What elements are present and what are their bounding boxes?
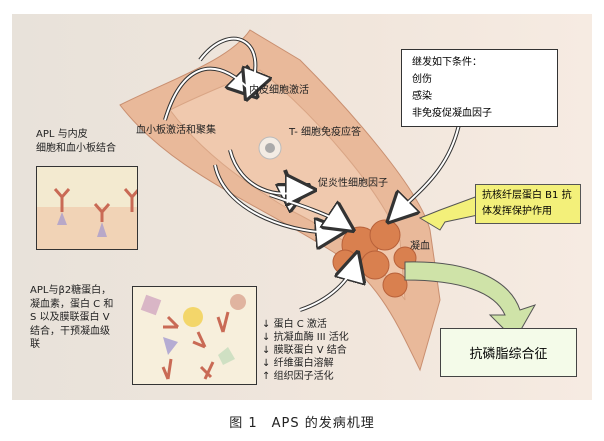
- label-endothelial-activation: 内皮细胞激活: [249, 85, 309, 96]
- trigger-conditions-box: 继发如下条件： 创伤 感染 非免疫促凝血因子: [401, 49, 558, 127]
- label-apl-endothelial: APL 与内皮细胞和血小板结合: [36, 129, 116, 154]
- effect-item: ↑ 组织因子活化: [262, 371, 334, 382]
- effect-item: ↓ 膜联蛋白 V 结合: [262, 345, 347, 356]
- effect-item: ↓ 蛋白 C 激活: [262, 319, 327, 330]
- inset-protein-binding: [132, 286, 257, 385]
- clot: [332, 219, 417, 298]
- trigger-item: 感染: [412, 91, 432, 102]
- effects-list: ↓ 蛋白 C 激活 ↓ 抗凝血酶 III 活化 ↓ 膜联蛋白 V 结合 ↓ 纤维…: [262, 318, 349, 383]
- aps-result-box: 抗磷脂综合征: [440, 328, 577, 377]
- label-coagulation: 凝血: [410, 241, 430, 252]
- label-cytokines: 促炎性细胞因子: [318, 178, 388, 189]
- effect-item: ↓ 抗凝血酶 III 活化: [262, 332, 349, 343]
- trigger-title: 继发如下条件：: [412, 57, 482, 68]
- trigger-item: 创伤: [412, 74, 432, 85]
- label-platelet: 血小板激活和聚集: [136, 125, 216, 136]
- inset-endothelial-binding: [36, 166, 141, 250]
- protective-antibody-box: 抗核纤层蛋白 B1 抗体发挥保护作用: [475, 184, 581, 224]
- figure-caption: 图 1 APS 的发病机理: [229, 416, 375, 431]
- label-t-cell: T- 细胞免疫应答: [289, 127, 361, 138]
- trigger-item: 非免疫促凝血因子: [412, 108, 492, 119]
- effect-item: ↓ 纤维蛋白溶解: [262, 358, 334, 369]
